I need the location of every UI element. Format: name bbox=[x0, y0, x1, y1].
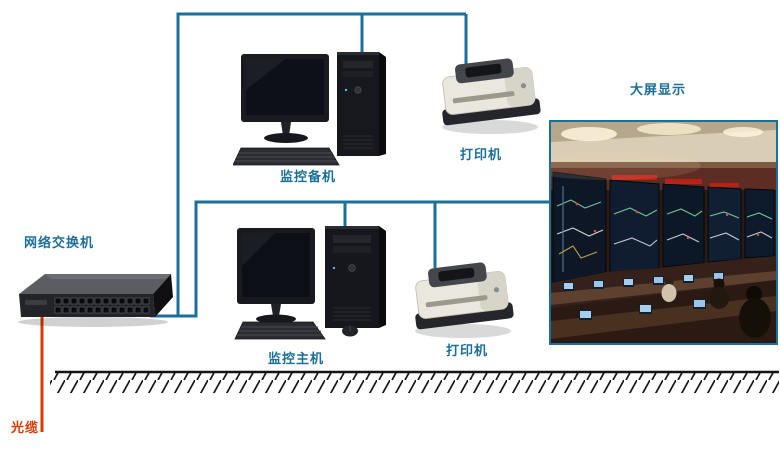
tower bbox=[325, 226, 386, 328]
backup-workstation bbox=[233, 48, 401, 170]
printer-top-label: 打印机 bbox=[460, 147, 503, 162]
operators bbox=[661, 277, 771, 338]
printer-bottom bbox=[405, 248, 520, 343]
ceiling bbox=[551, 122, 776, 170]
main-host-label: 监控主机 bbox=[268, 351, 325, 366]
monitor-screen bbox=[246, 59, 324, 115]
mouse bbox=[342, 325, 358, 337]
video-wall bbox=[552, 171, 775, 284]
keyboard bbox=[234, 321, 326, 340]
switch-ports bbox=[54, 297, 150, 314]
monitor bbox=[237, 228, 315, 324]
fiber-cable-label: 光缆 bbox=[11, 420, 40, 435]
switch-label: 网络交换机 bbox=[24, 235, 95, 250]
printer-slot bbox=[452, 91, 515, 104]
switch-front bbox=[19, 294, 155, 317]
printer-slot bbox=[425, 295, 488, 308]
network-switch bbox=[5, 260, 175, 342]
printer-bottom-label: 打印机 bbox=[446, 343, 489, 358]
monitor-screen bbox=[242, 233, 310, 297]
main-workstation bbox=[233, 218, 403, 342]
tower bbox=[337, 52, 386, 156]
big-screen-label: 大屏显示 bbox=[630, 82, 687, 97]
backup-host-label: 监控备机 bbox=[280, 169, 337, 184]
ground-symbol bbox=[50, 370, 779, 393]
keyboard bbox=[233, 147, 340, 166]
control-room-photo bbox=[549, 120, 778, 345]
printer-top bbox=[432, 44, 547, 139]
monitor bbox=[241, 54, 329, 143]
wire-top-bus bbox=[176, 12, 468, 316]
